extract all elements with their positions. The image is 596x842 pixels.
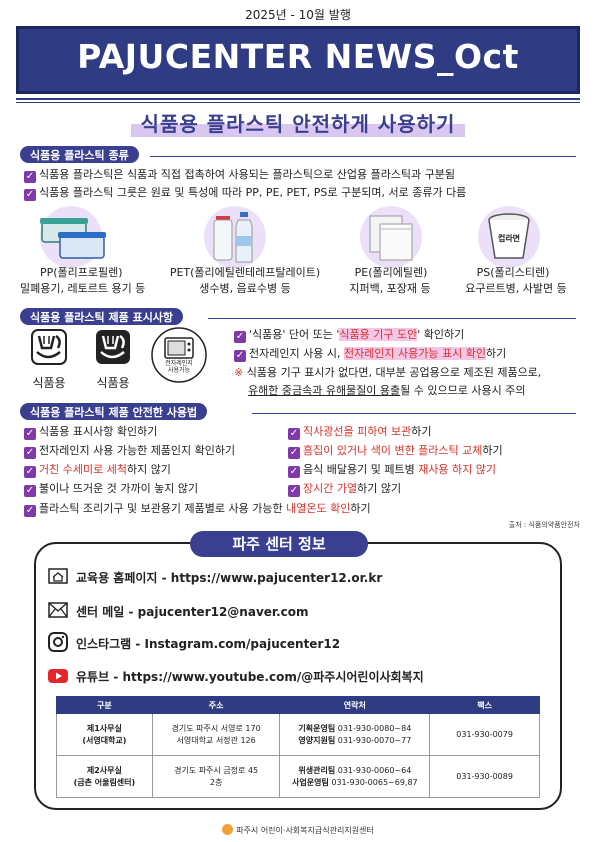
table-header: 구분: [56, 696, 153, 714]
office-name: 제1사무실(서영대학교): [56, 713, 153, 756]
youtube-link[interactable]: 유튜브 - https://www.youtube.com/@파주시어린이사회복…: [76, 670, 424, 684]
list-item: ✓음식 배달용기 및 페트병 재사용 하지 않기: [288, 463, 497, 478]
pp-uses: 밀폐용기, 레토르트 용기 등: [20, 282, 146, 295]
headline: 식품용 플라스틱 안전하게 사용하기: [0, 108, 596, 137]
homepage-link[interactable]: 교육용 홈페이지 - https://www.pajucenter12.or.k…: [76, 571, 383, 585]
pe-label: PE(폴리에틸렌): [354, 266, 428, 279]
pet-bottle-icon: [204, 206, 266, 268]
cup-label: 컵라면: [497, 234, 521, 243]
divider: [252, 413, 576, 414]
pp-label: PP(폴리프로필렌): [40, 266, 123, 279]
youtube-icon: [48, 669, 68, 683]
list-item: ✓'식품용' 단어 또는 '식품용 기구 도안' 확인하기: [234, 328, 465, 343]
section-tag-plastic-types: 식품용 플라스틱 종류: [20, 146, 139, 163]
cup-noodle-icon: [488, 213, 530, 259]
pet-uses: 생수병, 음료수병 등: [199, 282, 291, 295]
center-info-title: 파주 센터 정보: [190, 531, 368, 557]
divider: [150, 156, 576, 157]
office-fax: 031-930-0079: [429, 713, 540, 756]
pet-label: PET(폴리에틸렌테레프탈레이트): [169, 266, 321, 279]
ps-cup-icon: 컵라면: [478, 206, 540, 268]
list-item: ✓식품용 플라스틱 그릇은 원료 및 특성에 따라 PP, PE, PET, P…: [24, 186, 467, 201]
office-name: 제2사무실(금촌 어울림센터): [56, 755, 153, 798]
divider: [208, 318, 576, 319]
table-header: 연락처: [279, 696, 431, 714]
banner-title: PAJUCENTER NEWS_Oct: [77, 37, 519, 76]
pe-bag-icon: [360, 206, 422, 268]
check-icon: ✓: [24, 485, 36, 497]
list-item: ✓식품용 플라스틱은 식품과 직접 접촉하여 사용되는 플라스틱으로 산업용 플…: [24, 168, 456, 183]
check-icon: ✓: [288, 466, 300, 478]
check-icon: ✓: [288, 485, 300, 497]
ps-label: PS(폴리스티렌): [476, 266, 550, 279]
warning-note: ※ 식품용 기구 표시가 없다면, 대부분 공업용으로 제조된 제품으로,: [234, 366, 542, 379]
zip-bag-icon: [369, 215, 413, 261]
check-icon: ✓: [24, 428, 36, 440]
check-icon: ✓: [234, 350, 246, 362]
list-item: ✓전자레인지 사용 가능한 제품인지 확인하기: [24, 444, 236, 459]
warning-note-cont: 유해한 중금속과 유해물질이 용출될 수 있으므로 사용시 주의: [248, 384, 526, 397]
instagram-icon: [48, 632, 68, 652]
check-icon: ✓: [24, 171, 36, 183]
microwave-label: 전자레인지 사용가능: [165, 360, 193, 374]
home-icon: [48, 568, 68, 584]
mark-label-solid: 식품용: [96, 376, 130, 390]
divider: [16, 102, 580, 103]
headline-text: 식품용 플라스틱 안전하게 사용하기: [130, 108, 466, 137]
issue-date: 2025년 - 10월 발행: [245, 8, 351, 22]
center-logo-icon: [222, 824, 234, 835]
container-icon: [40, 218, 106, 259]
list-item: ✓장시간 가열하기 않기: [288, 482, 402, 497]
microwave-safe-icon: [151, 327, 207, 383]
list-item: ✓플라스틱 조리기구 및 보관용기 제품별로 사용 가능한 내열온도 확인하기: [24, 502, 371, 517]
check-icon: ✓: [288, 447, 300, 459]
list-item: ✓식품용 표시사항 확인하기: [24, 425, 158, 440]
list-item: ✓직사광선을 피하여 보관하기: [288, 425, 432, 440]
list-item: ✓흠집이 있거나 색이 변한 플라스틱 교체하기: [288, 444, 503, 459]
contact-table: 구분 주소 연락처 팩스 제1사무실(서영대학교) 경기도 파주시 서영로 17…: [56, 696, 540, 798]
email-link[interactable]: 센터 메일 - pajucenter12@naver.com: [76, 605, 309, 619]
check-icon: ✓: [24, 189, 36, 201]
table-header: 주소: [151, 696, 281, 714]
food-use-mark-outline-icon: [31, 329, 67, 365]
office-fax: 031-930-0089: [429, 755, 540, 798]
bottle-icon: [213, 212, 253, 263]
instagram-link[interactable]: 인스타그램 - Instagram.com/pajucenter12: [76, 637, 341, 651]
ps-uses: 요구르트병, 사발면 등: [465, 282, 567, 295]
divider: [16, 98, 580, 100]
check-icon: ✓: [234, 331, 246, 343]
newsletter-banner: PAJUCENTER NEWS_Oct: [16, 26, 580, 94]
table-header: 팩스: [429, 696, 540, 714]
mail-icon: [48, 602, 68, 618]
check-icon: ✓: [24, 466, 36, 478]
section-tag-safe-use: 식품용 플라스틱 제품 안전한 사용법: [20, 403, 208, 420]
food-use-mark-solid-icon: [96, 330, 130, 364]
pe-uses: 지퍼백, 포장재 등: [349, 282, 431, 295]
list-item: ✓전자레인지 사용 시, 전자레인지 사용가능 표시 확인하기: [234, 347, 507, 362]
list-item: ✓거친 수세미로 세척하지 않기: [24, 463, 171, 478]
section-tag-labels: 식품용 플라스틱 제품 표시사항: [20, 308, 184, 325]
list-item: ✓불이나 뜨거운 것 가까이 놓지 않기: [24, 482, 199, 497]
footer: 파주시 어린이·사회복지급식관리지원센터: [0, 824, 596, 836]
pp-container-icon: [40, 206, 106, 268]
source-note: 출처 : 식품의약품안전처: [508, 521, 580, 529]
check-icon: ✓: [24, 505, 36, 517]
mark-label-outline: 식품용: [32, 376, 66, 390]
check-icon: ✓: [24, 447, 36, 459]
check-icon: ✓: [288, 428, 300, 440]
